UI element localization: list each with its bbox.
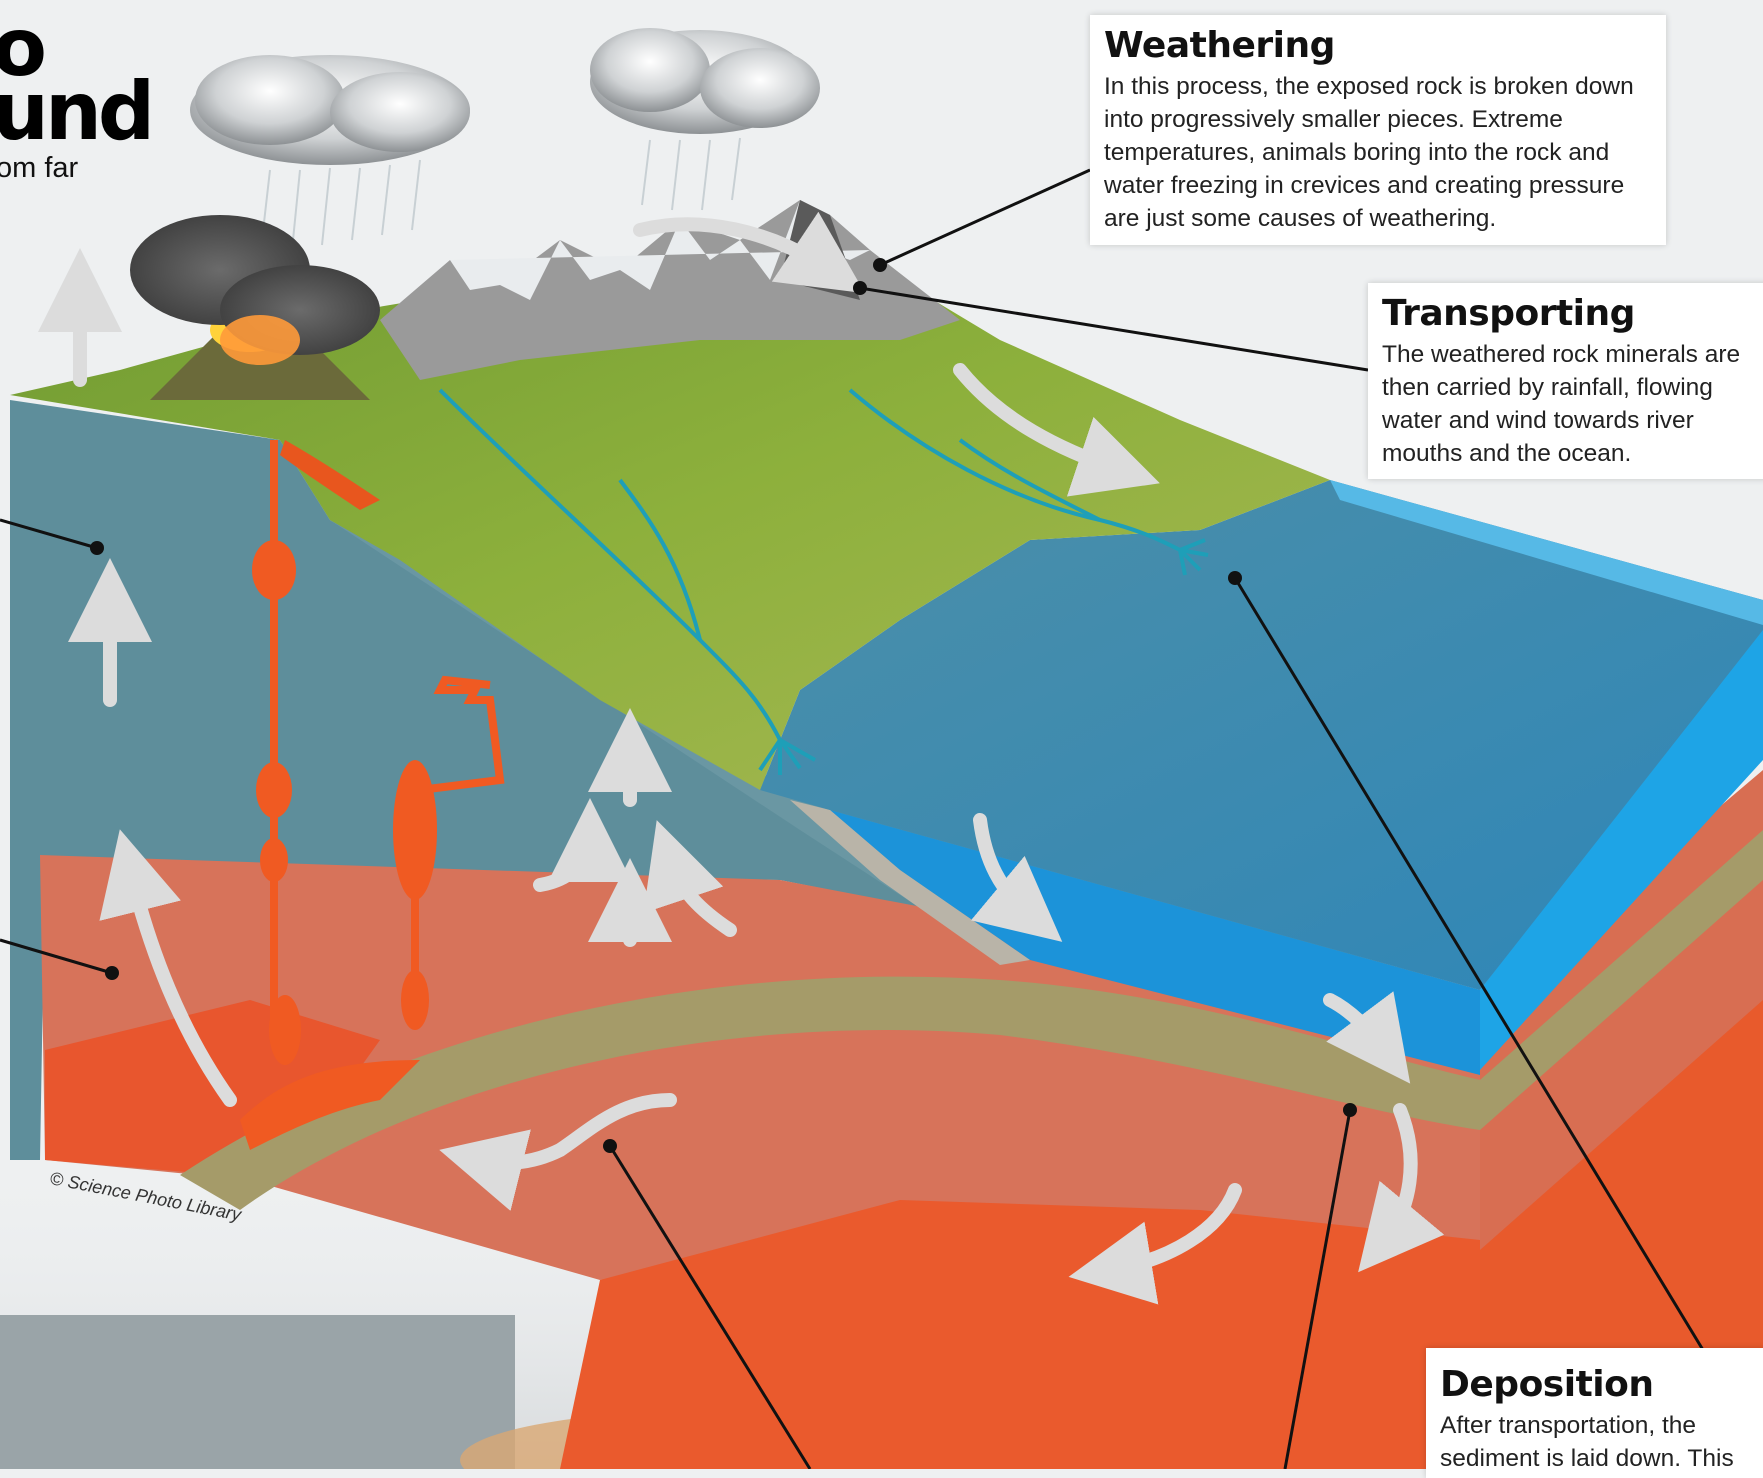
ocean-shallow [1330,480,1763,625]
photo-inset [0,1315,515,1469]
headline-line-1: o [0,1,47,94]
leader-lines [0,168,1705,1469]
arrow-icon [38,211,1445,1305]
weathering-callout: Weathering In this process, the exposed … [1090,15,1666,245]
shelf-sand [790,800,1030,965]
volcano-icon [130,215,380,510]
transporting-callout: Transporting The weathered rock minerals… [1368,283,1763,479]
ocean-surface [760,480,1763,990]
transporting-body: The weathered rock minerals are then car… [1382,341,1741,467]
deposition-callout: Deposition After transportation, the sed… [1426,1348,1763,1478]
deposition-body: After transportation, the sediment is la… [1440,1412,1734,1472]
cloud-icon [190,55,470,165]
leader-dots [90,258,1357,1153]
cloud-icon [590,28,820,134]
rivers [438,388,1209,775]
rain [641,137,741,211]
deep-rock-layer [560,1200,1480,1469]
right-face-ocean [1480,620,1763,1070]
right-face-sediment [1480,830,1763,1130]
deposition-title: Deposition [1440,1364,1654,1405]
headline-subtitle: om far [0,152,79,184]
magma [240,440,505,1150]
sediment-band [180,976,1480,1210]
transporting-title: Transporting [1382,293,1635,334]
weathering-body: In this process, the exposed rock is bro… [1104,73,1634,232]
headline-line-2: und [0,65,155,158]
weathering-title: Weathering [1104,25,1335,66]
